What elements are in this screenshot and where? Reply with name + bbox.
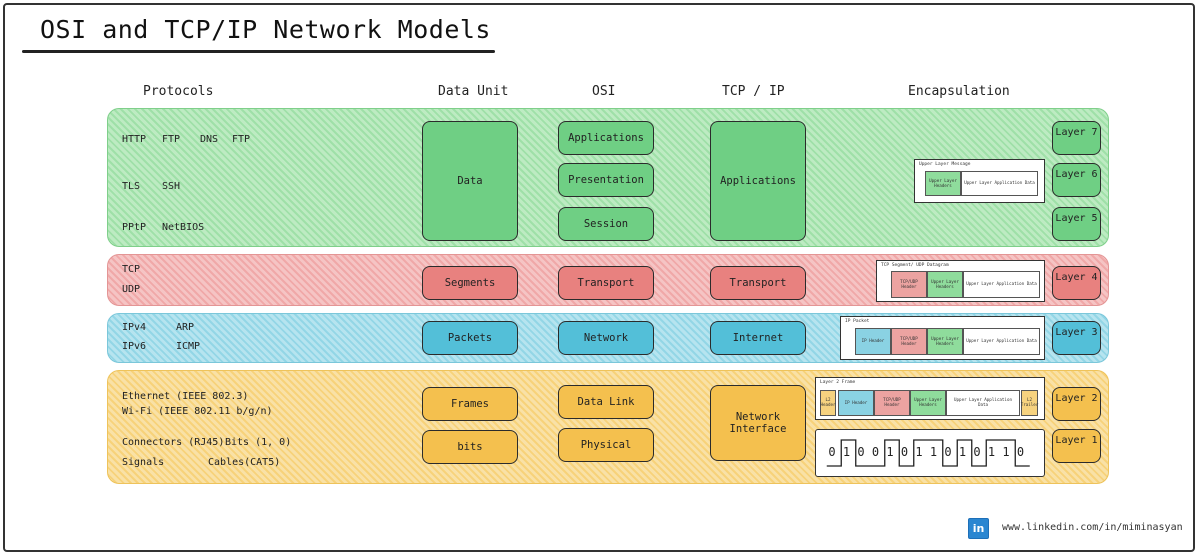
bit-value: 0 xyxy=(973,445,981,459)
upper-layer-data-cell: Upper Layer Application Data xyxy=(961,171,1038,196)
linkedin-url[interactable]: www.linkedin.com/in/miminasyan xyxy=(1002,522,1183,533)
protocol-pptp: PPtP xyxy=(122,222,147,233)
column-header-protocols: Protocols xyxy=(143,84,214,99)
title-underline xyxy=(22,50,495,53)
ip-header-cell: IP Header xyxy=(855,328,891,355)
bit-value: 1 xyxy=(958,445,967,459)
physical-cables: Cables(CAT5) xyxy=(208,457,281,468)
data-unit-frames: Frames xyxy=(422,387,518,421)
bit-value: 1 xyxy=(915,445,923,459)
upper-layer-headers-cell: Upper Layer Headers xyxy=(927,271,963,298)
l2-trailer-cell: L2 Trailer xyxy=(1021,390,1038,416)
protocol-ipv4: IPv4 xyxy=(122,322,147,333)
protocol-ssh: SSH xyxy=(162,181,181,192)
tcpip-network-interface: Network Interface xyxy=(710,385,806,461)
osi-data-link: Data Link xyxy=(558,385,654,419)
diagram-frame xyxy=(3,3,1195,552)
upper-layer-data-cell: Upper Layer Application Data xyxy=(963,328,1040,355)
l2-header-cell: L2 Header xyxy=(820,390,836,416)
layer-5-label: Layer 5 xyxy=(1052,207,1101,241)
protocol-ftp-2: FTP xyxy=(232,134,251,145)
data-unit-bits: bits xyxy=(422,430,518,464)
data-unit-data: Data xyxy=(422,121,518,241)
protocol-ftp: FTP xyxy=(162,134,181,145)
protocol-arp: ARP xyxy=(176,322,195,333)
bit-value: 1 xyxy=(886,445,894,459)
osi-applications: Applications xyxy=(558,121,654,155)
data-unit-packets: Packets xyxy=(422,321,518,355)
protocol-icmp: ICMP xyxy=(176,341,201,352)
column-header-tcpip: TCP / IP xyxy=(722,84,785,99)
layer-1-label: Layer 1 xyxy=(1052,429,1101,463)
tcp-header-cell: TCP/UDP Header xyxy=(891,271,927,298)
protocol-dns: DNS xyxy=(200,134,219,145)
encapsulation-layer-3: IP Packet IP Header TCP/UDP Header Upper… xyxy=(840,316,1045,360)
layer-3-label: Layer 3 xyxy=(1052,321,1101,355)
upper-layer-headers-cell: Upper Layer Headers xyxy=(927,328,963,355)
layer-2-label: Layer 2 xyxy=(1052,387,1101,421)
diagram-title: OSI and TCP/IP Network Models xyxy=(40,15,491,44)
osi-physical: Physical xyxy=(558,428,654,462)
protocol-tls: TLS xyxy=(122,181,141,192)
osi-session: Session xyxy=(558,207,654,241)
upper-layer-headers-cell: Upper Layer Headers xyxy=(910,390,946,416)
bit-value: 1 xyxy=(987,445,996,459)
tcp-header-cell: TCP/UDP Header xyxy=(874,390,910,416)
ip-header-cell: IP Header xyxy=(838,390,874,416)
layer-4-label: Layer 4 xyxy=(1052,266,1101,300)
protocol-tcp: TCP xyxy=(122,264,141,275)
linkedin-icon[interactable]: in xyxy=(968,518,989,539)
column-header-osi: OSI xyxy=(592,84,616,99)
encapsulation-caption-packet: IP Packet xyxy=(845,319,870,324)
physical-signals: Signals xyxy=(122,457,165,468)
protocol-udp: UDP xyxy=(122,284,141,295)
osi-network: Network xyxy=(558,321,654,355)
bit-value: 1 xyxy=(1002,445,1010,459)
column-header-encapsulation: Encapsulation xyxy=(908,84,1010,99)
upper-layer-data-cell: Upper Layer Application Data xyxy=(946,390,1020,416)
protocol-ipv6: IPv6 xyxy=(122,341,147,352)
bit-value: 0 xyxy=(857,445,865,459)
protocol-netbios: NetBIOS xyxy=(162,222,205,233)
upper-layer-headers-cell: Upper Layer Headers xyxy=(925,171,961,196)
tcp-header-cell: TCP/UDP Header xyxy=(891,328,927,355)
tcpip-applications: Applications xyxy=(710,121,806,241)
tcpip-transport: Transport xyxy=(710,266,806,300)
bit-signal-wave xyxy=(826,439,1030,467)
protocol-http: HTTP xyxy=(122,134,147,145)
data-unit-segments: Segments xyxy=(422,266,518,300)
osi-presentation: Presentation xyxy=(558,163,654,197)
bit-value: 0 xyxy=(944,445,952,459)
encapsulation-layer-4: TCP Segment/ UDP Datagram TCP/UDP Header… xyxy=(876,260,1045,302)
bit-value: 0 xyxy=(871,445,880,459)
upper-layer-data-cell: Upper Layer Application Data xyxy=(963,271,1040,298)
osi-transport: Transport xyxy=(558,266,654,300)
tcpip-internet: Internet xyxy=(710,321,806,355)
bit-value: 1 xyxy=(842,445,851,459)
bit-value: 0 xyxy=(828,445,836,459)
bit-value: 1 xyxy=(929,445,938,459)
encapsulation-caption-segment: TCP Segment/ UDP Datagram xyxy=(881,263,949,268)
bit-value: 0 xyxy=(1016,445,1025,459)
layer-7-label: Layer 7 xyxy=(1052,121,1101,155)
column-header-data-unit: Data Unit xyxy=(438,84,509,99)
encapsulation-caption-frame: Layer 2 Frame xyxy=(820,380,856,385)
encapsulation-layer-2: Layer 2 Frame L2 Header IP Header TCP/UD… xyxy=(815,377,1045,420)
physical-connectors: Connectors (RJ45) xyxy=(122,437,225,448)
protocol-wifi: Wi-Fi (IEEE 802.11 b/g/n) xyxy=(122,406,273,417)
encapsulation-caption-message: Upper Layer Message xyxy=(919,162,971,167)
bit-value: 0 xyxy=(900,445,909,459)
physical-bits: Bits (1, 0) xyxy=(225,437,292,448)
encapsulation-layer-6: Upper Layer Message Upper Layer Headers … xyxy=(914,159,1045,203)
protocol-ethernet: Ethernet (IEEE 802.3) xyxy=(122,391,249,402)
layer-6-label: Layer 6 xyxy=(1052,163,1101,197)
